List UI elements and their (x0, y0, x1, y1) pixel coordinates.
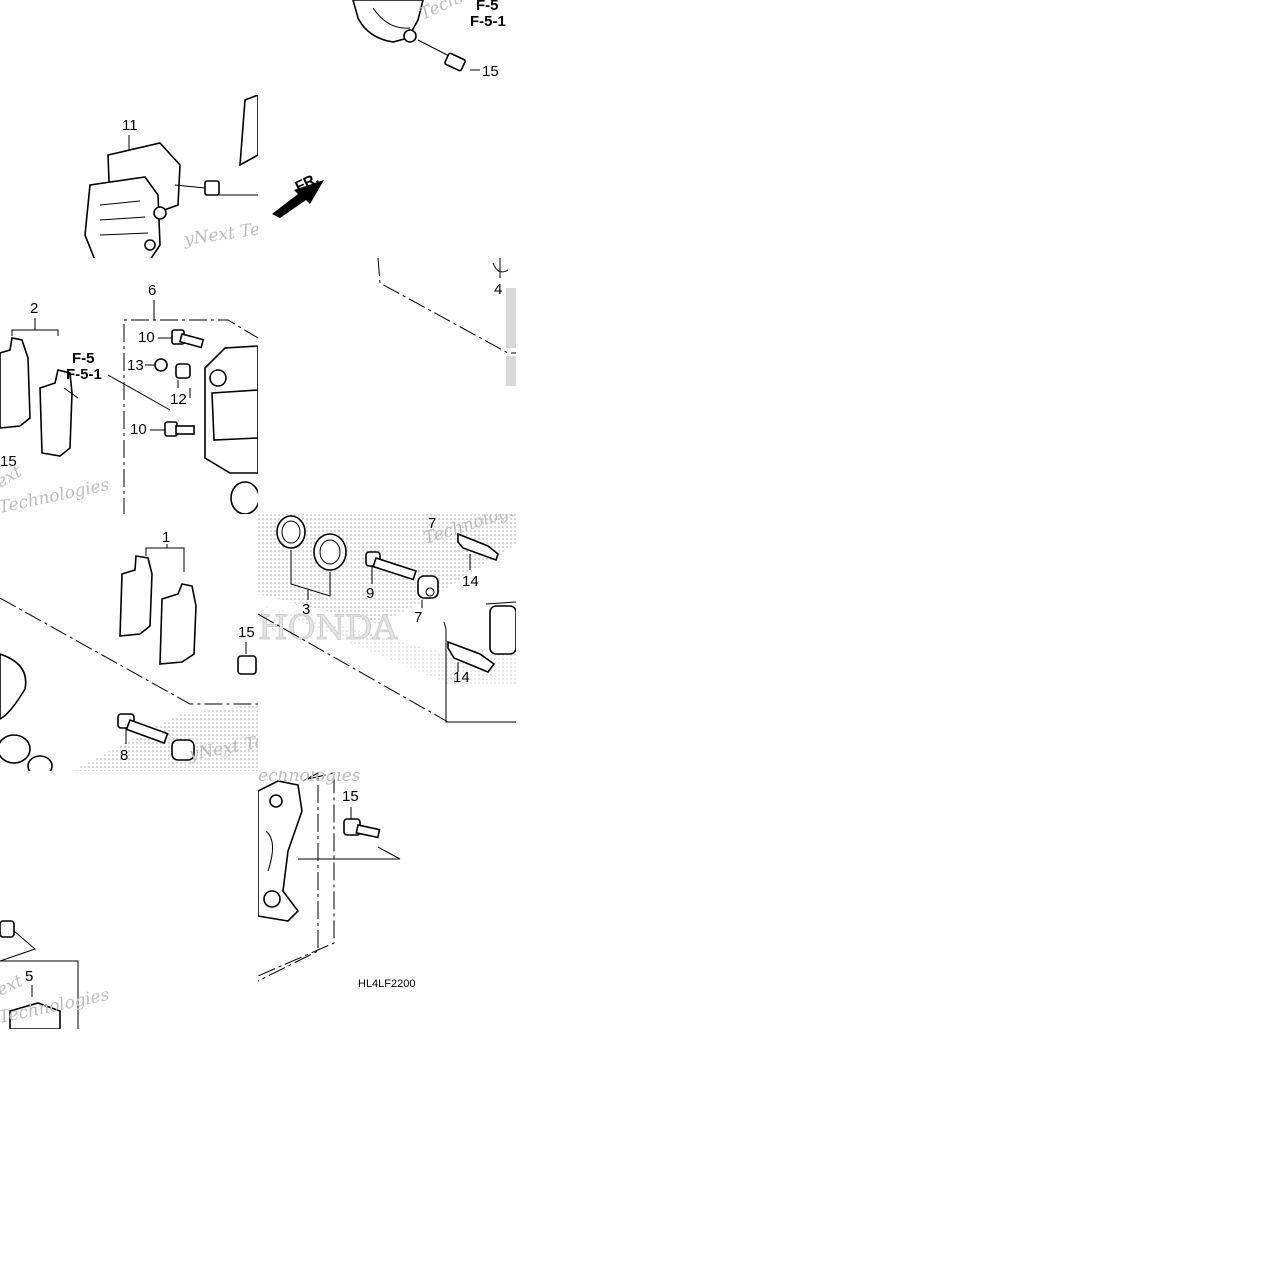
boot-7 (417, 575, 439, 608)
callout-8: 8 (120, 747, 128, 764)
direction-arrow: FR. (272, 170, 324, 218)
brake-pad-1-right (159, 583, 197, 665)
caliper-6-drawing (204, 345, 258, 474)
callout-15-left: 15 (0, 453, 17, 470)
callout-2: 2 (30, 300, 38, 317)
callout-15-mid: 15 (238, 624, 255, 641)
bracket-partial (239, 95, 258, 167)
honda-logo-watermark: HONDA (258, 608, 398, 648)
diagram-tile-bracket: 15 HL4LF2200 Technologies (258, 771, 516, 1029)
callout-15-top: 15 (482, 63, 499, 80)
callout-11: 11 (122, 117, 138, 134)
diagram-tile-seals-clips: HONDA 3 9 7 7 (258, 514, 516, 772)
ref-f5-top: F-5 (476, 0, 499, 14)
diagram-code: HL4LF2200 (358, 978, 416, 990)
seal-3-a (276, 515, 306, 549)
clip-14-bottom (447, 640, 496, 673)
callout-9: 9 (366, 585, 374, 602)
watermark-bl: ext (0, 971, 26, 1000)
bolt-15-bottom (343, 818, 381, 839)
brake-pad-1-left (119, 555, 153, 637)
callout-1: 1 (162, 529, 170, 546)
diagram-tile-top-caliper: 15 F-5 F-5-1 Technologies (258, 0, 516, 258)
callout-14-bottom: 14 (453, 669, 470, 686)
watermark-mid: yNext Tec (182, 218, 258, 250)
pin-8 (117, 713, 169, 745)
ref-f51-top: F-5-1 (470, 13, 506, 30)
pin-9 (365, 551, 417, 584)
callout-4: 4 (494, 281, 502, 298)
bolt-caliper-11 (174, 180, 258, 196)
callout-5: 5 (25, 968, 33, 985)
callout-15-bottom: 15 (342, 788, 359, 805)
callout-12: 12 (170, 391, 187, 408)
diagram-tile-callout-5: 5 ext Technologies (0, 771, 258, 1029)
caliper-11-drawing (84, 142, 181, 261)
brake-pad-2-left (0, 337, 31, 429)
diagram-tile-callout-4: 4 (258, 258, 516, 516)
callout-13: 13 (127, 357, 144, 374)
callout-14-top: 14 (462, 573, 479, 590)
ref-f5-mid: F-5 (72, 350, 95, 367)
caliper-body-drawing (352, 0, 424, 43)
callout-7-bottom: 7 (414, 609, 422, 626)
bolt-bottom-left (0, 920, 15, 938)
seal-3-b (313, 533, 347, 571)
callout-7-top: 7 (428, 515, 436, 532)
brake-pad-2-right (39, 369, 79, 457)
callout-6: 6 (148, 282, 156, 299)
bolt-15-top (417, 39, 480, 72)
callout-10-top: 10 (138, 329, 155, 346)
callout-10-bottom: 10 (130, 421, 147, 438)
clip-14-top (457, 532, 499, 570)
diagram-tile-pads-1: 1 15 8 yNext Tec (0, 514, 258, 772)
diagram-tile-pads-2-caliper-6: 2 F-5 F-5-1 15 6 10 13 12 (0, 258, 258, 516)
bracket-drawing (258, 780, 303, 922)
direction-arrow-text: FR. (293, 170, 322, 196)
ref-f51-mid: F-5-1 (66, 366, 102, 383)
watermark-bottom: Technologies (258, 771, 361, 786)
boot-8 (171, 739, 195, 761)
callout-3: 3 (302, 601, 310, 618)
